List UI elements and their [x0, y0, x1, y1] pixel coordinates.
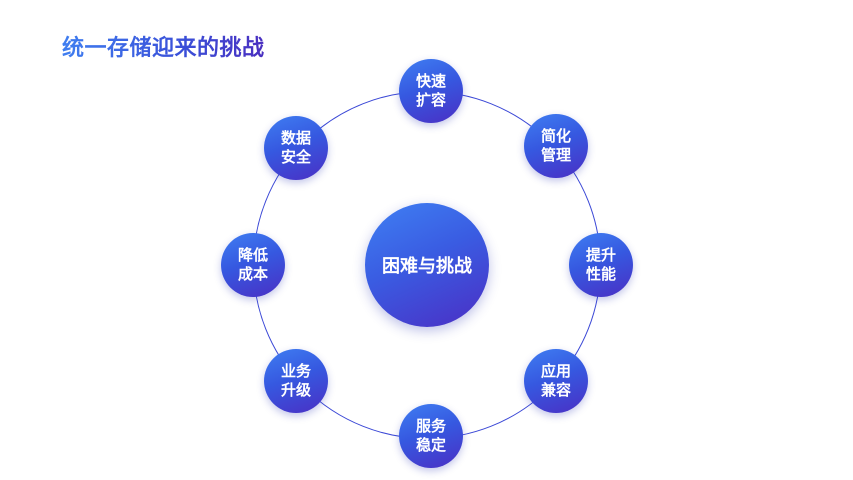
- node-simplify-management: 简化 管理: [524, 114, 588, 178]
- node-label-line2: 兼容: [540, 381, 571, 399]
- node-label-line1: 提升: [585, 246, 616, 264]
- node-improve-performance: 提升 性能: [569, 233, 633, 297]
- node-label-line1: 降低: [237, 246, 268, 264]
- node-label-line2: 扩容: [415, 91, 446, 109]
- node-label-line2: 升级: [280, 381, 311, 399]
- node-fast-expansion: 快速 扩容: [399, 59, 463, 123]
- node-label-line2: 成本: [237, 265, 268, 283]
- node-label-line1: 服务: [415, 417, 446, 435]
- node-label-line1: 数据: [280, 129, 311, 147]
- node-label-line1: 简化: [540, 127, 571, 145]
- node-service-stability: 服务 稳定: [399, 404, 463, 468]
- node-label-line1: 快速: [415, 72, 446, 90]
- node-label-line2: 稳定: [415, 436, 446, 454]
- node-label-line2: 管理: [540, 146, 571, 164]
- node-label-line2: 性能: [585, 265, 616, 283]
- node-label-line1: 应用: [540, 362, 571, 380]
- node-label-line1: 业务: [280, 362, 311, 380]
- node-business-upgrade: 业务 升级: [264, 349, 328, 413]
- node-data-security: 数据 安全: [264, 116, 328, 180]
- page-title: 统一存储迎来的挑战: [62, 34, 265, 64]
- node-app-compatibility: 应用 兼容: [524, 349, 588, 413]
- node-reduce-cost: 降低 成本: [221, 233, 285, 297]
- node-label-line2: 安全: [280, 148, 311, 166]
- center-node: 困难与挑战: [365, 203, 489, 327]
